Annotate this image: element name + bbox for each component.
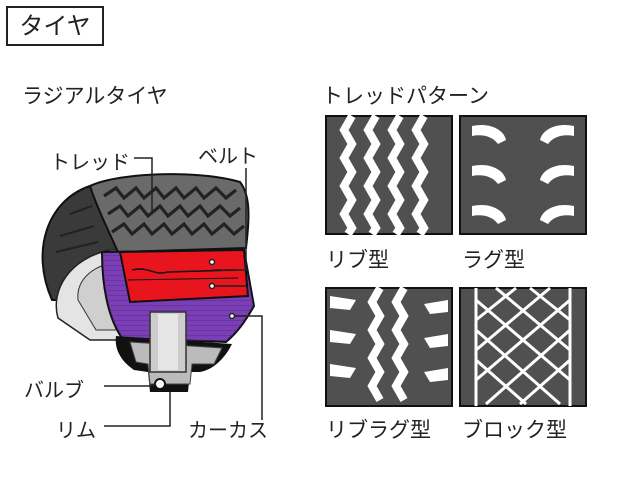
rib-lug-pattern-label: リブラグ型 (326, 418, 431, 442)
rib-pattern (325, 114, 453, 237)
tread-pattern-heading: トレッドパターン (322, 84, 489, 108)
valve-label: バルブ (24, 378, 84, 402)
radial-tire-illustration (41, 173, 256, 392)
tread-label: トレッド (50, 150, 130, 174)
rib-lug-pattern (325, 286, 453, 407)
carcass-label: カーカス (188, 418, 268, 442)
shoulder-blocks (55, 205, 99, 253)
block-pattern (459, 286, 587, 407)
radial-tire-heading: ラジアルタイヤ (22, 84, 168, 108)
valve-stem (154, 378, 166, 390)
rib-pattern-label: リブ型 (326, 248, 389, 272)
belt-label: ベルト (198, 144, 258, 168)
block-pattern-label: ブロック型 (462, 418, 567, 442)
lug-pattern-label: ラグ型 (462, 248, 525, 272)
page-title: タイヤ (6, 6, 104, 46)
rim-label: リム (56, 418, 96, 442)
tread-grooves (103, 185, 245, 237)
leader-lines (104, 157, 263, 427)
lug-pattern (459, 115, 587, 235)
belt-layer (118, 248, 250, 304)
